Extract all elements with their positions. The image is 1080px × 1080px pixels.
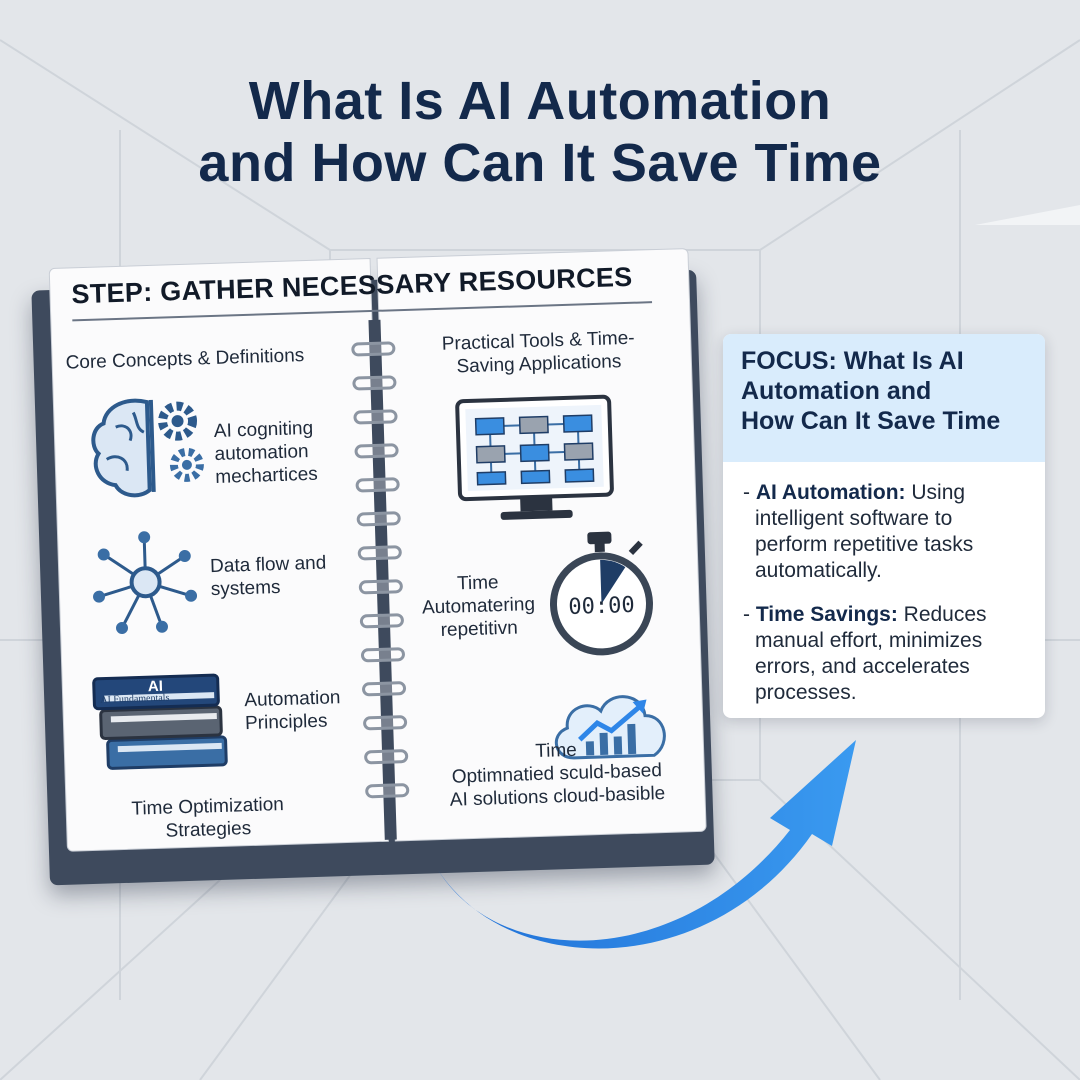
spiral-ring — [355, 477, 400, 493]
stopwatch-display: 00:00 — [568, 592, 636, 620]
page-title-line2: and How Can It Save Time — [198, 133, 882, 193]
spiral-ring — [352, 375, 397, 391]
flowchart-monitor-icon — [455, 394, 614, 520]
left-item1-text: AI cogniting automation mechartices — [213, 417, 319, 488]
left-footer-text: Time Optimization Strategies — [131, 793, 285, 842]
focus-card-title-line3: How Can It Save Time — [741, 407, 1001, 435]
left-item3-text: Automation Principles — [244, 687, 341, 735]
spiral-ring — [359, 613, 405, 629]
spiral-ring — [357, 545, 402, 561]
page-title-line1: What Is AI Automation — [248, 71, 832, 131]
focus-card-title-line2: Automation and — [741, 377, 932, 405]
spiral-ring — [354, 443, 399, 459]
focus-card: FOCUS: What Is AI Automation and How Can… — [723, 334, 1045, 718]
spiral-notebook: STEP: GATHER NECESSARY RESOURCES Core Co… — [30, 240, 719, 886]
focus-bullet-ai-automation: - AI Automation: Using intelligent softw… — [743, 481, 974, 582]
spiral-ring — [362, 715, 408, 731]
curved-arrow-icon — [438, 740, 856, 949]
book-spine-text: AI Fundamentals — [100, 692, 170, 706]
left-item2-text: Data flow and systems — [209, 552, 327, 601]
stopwatch-icon — [549, 531, 653, 656]
page-title: What Is AI Automation and How Can It Sav… — [0, 70, 1080, 194]
focus-card-body: - AI Automation: Using intelligent softw… — [723, 462, 1045, 706]
right-item2-text: Time Automatering repetitivn — [421, 572, 536, 641]
brain-gear-icon — [91, 398, 204, 498]
spiral-ring — [356, 511, 401, 527]
spiral-ring — [358, 579, 404, 595]
spiral-ring — [360, 647, 406, 663]
cloud-chart-icon — [554, 695, 666, 760]
network-icon — [93, 531, 198, 634]
spiral-ring — [363, 749, 409, 765]
books-icon — [92, 673, 228, 770]
spiral-ring — [353, 409, 398, 425]
focus-bullet-time-savings: - Time Savings: Reduces manual effort, m… — [743, 603, 987, 704]
spiral-ring — [365, 783, 410, 799]
spiral-ring — [361, 681, 407, 697]
right-heading: Practical Tools & Time- Saving Applicati… — [441, 327, 635, 378]
focus-card-header: FOCUS: What Is AI Automation and How Can… — [723, 334, 1045, 462]
spiral-ring — [351, 341, 396, 357]
focus-card-title-line1: FOCUS: What Is AI — [741, 347, 964, 375]
